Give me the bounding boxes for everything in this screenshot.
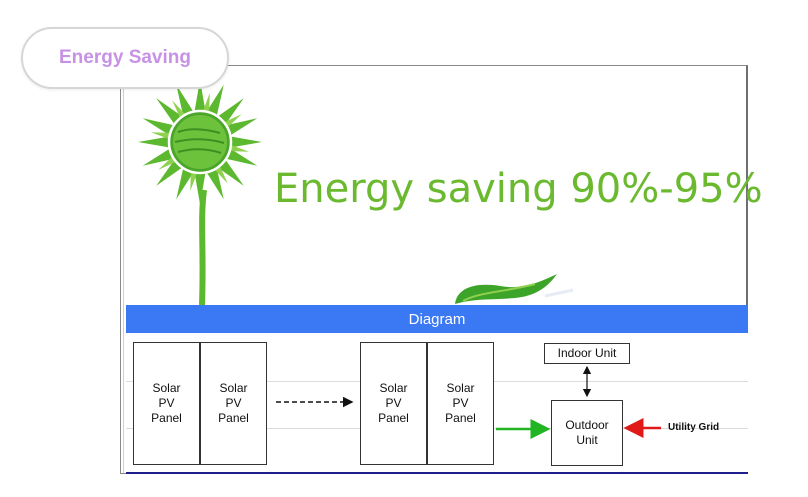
solar-pv-panel-4: Solar PV Panel xyxy=(427,342,494,465)
diagram-title: Diagram xyxy=(408,310,466,328)
solar-pv-panel-2: Solar PV Panel xyxy=(200,342,267,465)
energy-saving-tab[interactable]: Energy Saving xyxy=(21,27,229,89)
indoor-unit-box: Indoor Unit xyxy=(544,343,630,364)
leaf-icon xyxy=(455,274,574,304)
diagram-area: Solar PV Panel Solar PV Panel Solar PV P… xyxy=(126,333,748,474)
energy-saving-tab-label: Energy Saving xyxy=(59,47,191,68)
solar-pv-panel-3: Solar PV Panel xyxy=(360,342,427,465)
utility-grid-label: Utility Grid xyxy=(668,422,720,433)
connector-arrows xyxy=(276,365,661,439)
solar-pv-panel-1: Solar PV Panel xyxy=(133,342,200,465)
sun-icon xyxy=(138,80,262,305)
headline: Energy saving 90%-95% xyxy=(274,166,763,212)
frame-divider xyxy=(123,66,124,473)
outdoor-unit-box: Outdoor Unit xyxy=(551,400,623,466)
diagram-header: Diagram xyxy=(126,305,748,333)
